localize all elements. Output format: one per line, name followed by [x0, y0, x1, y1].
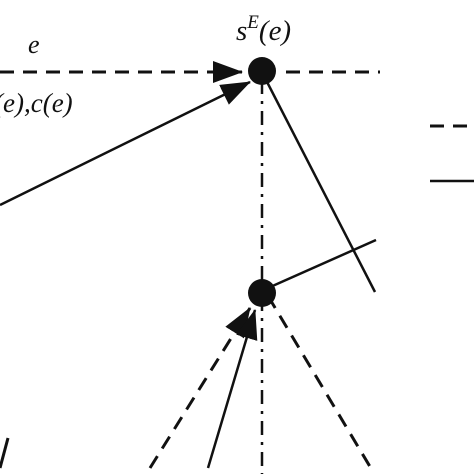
edge-label-e: e	[28, 30, 40, 59]
dashed-edge-in-bottom	[148, 307, 252, 469]
solid-edge-in-top	[0, 80, 251, 207]
node-top	[248, 57, 276, 85]
node-label: sE(e)	[236, 12, 291, 47]
node-label-sup: E	[246, 12, 259, 33]
node-label-base: s	[236, 15, 247, 47]
solid-edge-out-bottom	[267, 238, 377, 290]
solid-edge-in-bottom	[206, 309, 258, 469]
node-bottom	[248, 279, 276, 307]
node-label-arg: (e)	[259, 15, 291, 47]
dashed-edge-out-bottom	[266, 295, 374, 471]
dashed-stub-left	[0, 437, 10, 469]
edge-attr-label: (e),c(e)	[0, 88, 73, 118]
solid-edge-out-top	[263, 77, 377, 293]
